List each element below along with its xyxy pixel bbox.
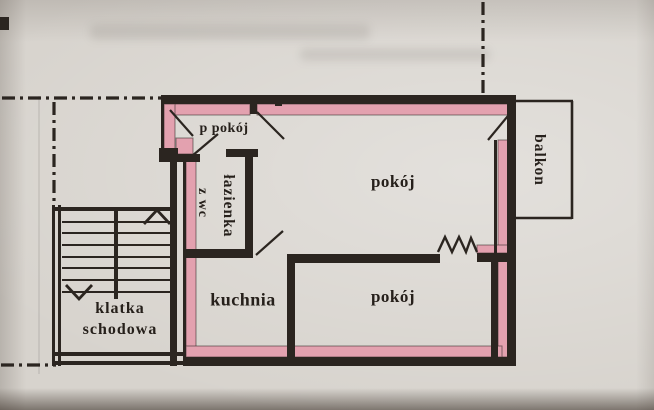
room-label-bathroom: łazienka — [220, 174, 237, 238]
room-bottom-wall-right — [491, 254, 498, 357]
staircase-wall-top — [52, 207, 176, 211]
staircase-label-line1: klatka — [95, 300, 145, 317]
door-swing-bathroom — [191, 133, 219, 157]
wall-bottom-pink — [185, 345, 503, 358]
staircase-label-line2: schodowa — [82, 321, 158, 338]
radiator-zigzag-icon — [436, 234, 479, 256]
wall-top-black — [161, 95, 516, 104]
door-swing-room-top — [256, 111, 285, 140]
wall-right-inner-line — [494, 140, 497, 253]
door-swing-entry — [169, 109, 194, 137]
door-jamb-stub — [250, 97, 257, 114]
wall-radiator-pink — [476, 244, 509, 254]
apartment-wall-lines — [159, 95, 516, 366]
room-label-room-top: pokój — [370, 172, 416, 191]
door-swing-kitchen — [255, 230, 284, 256]
boundary-dashdot-lines — [1, 2, 485, 367]
door-swings — [169, 109, 513, 256]
stairs-up-arrow-icon — [142, 207, 172, 225]
wall-left-lower-outline — [183, 157, 186, 365]
room-label-staircase: klatka schodowa — [83, 298, 158, 340]
room-label-entry-hall: p pokój — [199, 121, 249, 136]
wall-bottom-black — [183, 357, 516, 366]
paper-smudge — [300, 48, 490, 61]
bathroom-wall-top — [226, 149, 258, 157]
staircase-wall-left-outer — [52, 205, 55, 366]
bathroom-wall-right — [245, 149, 253, 254]
paper-smudge — [90, 24, 370, 40]
wall-top-pink-left — [165, 103, 251, 116]
staircase-divider — [114, 211, 118, 299]
staircase-wall-left-inner — [58, 205, 61, 366]
room-bottom-wall-top — [287, 254, 440, 263]
room-label-kitchen: kuchnia — [210, 289, 276, 310]
room-label-balcony: balkon — [531, 134, 548, 186]
door-swing-balcony — [487, 110, 513, 141]
staircase-wall-right — [170, 162, 177, 366]
stairs-down-arrow-icon — [64, 284, 94, 302]
staircase-wall-bottom-outer — [52, 352, 186, 356]
paper-crease — [38, 96, 40, 374]
room-label-room-bottom: pokój — [370, 287, 416, 306]
photo-edge-mark — [0, 17, 9, 30]
door-jamb-stub — [275, 95, 282, 106]
wall-left-upper-outline — [161, 95, 164, 150]
room-bottom-wall-left — [287, 254, 295, 357]
wall-right-black — [507, 95, 516, 366]
staircase — [52, 162, 186, 366]
wall-top-pink-right — [256, 103, 509, 116]
bathroom-wall-bottom — [186, 249, 253, 258]
room-label-bathroom-wc: z wc — [195, 187, 210, 219]
wall-step-pink — [175, 137, 194, 155]
apartment-highlighted-walls — [163, 103, 509, 358]
staircase-wall-bottom-inner — [52, 361, 186, 365]
balcony-outline — [516, 99, 574, 220]
